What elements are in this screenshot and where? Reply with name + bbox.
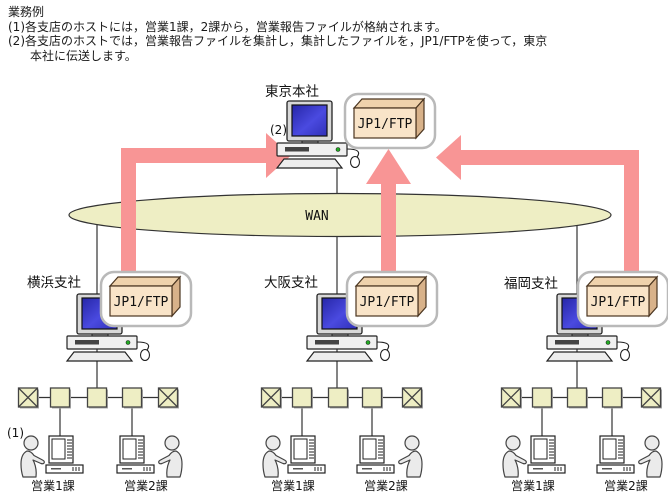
yokohama-jp1ftp-label: JP1/FTP [114, 295, 169, 310]
workstation-sales2-icon [357, 436, 422, 477]
osaka-jp1ftp-label: JP1/FTP [360, 295, 415, 310]
transfer-arrow-fukuoka-to-tokyo [436, 135, 639, 272]
lan-terminator-icon [260, 387, 283, 410]
osaka-label: 大阪支社 [264, 275, 318, 291]
lan-node-icon [566, 387, 589, 410]
workstation-sales2-icon [597, 436, 662, 477]
fukuoka-jp1ftp-label: JP1/FTP [591, 295, 646, 310]
lan-terminator-icon [401, 387, 424, 410]
fukuoka-sales2-label: 営業2課 [604, 478, 648, 493]
yokohama-jp1ftp-callout: JP1/FTP [99, 270, 193, 328]
hq-label: 東京本社 [265, 84, 319, 100]
osaka-sales1-label: 営業1課 [271, 478, 315, 493]
lan-terminator-icon [640, 387, 663, 410]
fukuoka-label: 福岡支社 [504, 276, 558, 292]
yokohama-sales2-label: 営業2課 [124, 478, 168, 493]
note-2: (2)各支店のホストでは，営業報告ファイルを集計し，集計したファイルを，JP1/… [8, 34, 548, 48]
lan-node-icon [121, 387, 144, 410]
lan-node-icon [531, 387, 554, 410]
fukuoka-jp1ftp-callout: JP1/FTP [576, 270, 668, 328]
wan-label: WAN [305, 209, 328, 224]
lan-node-icon [86, 387, 109, 410]
osaka-jp1ftp-callout: JP1/FTP [345, 270, 439, 328]
business-example-title: 業務例 [8, 5, 45, 19]
osaka-lan: 営業1課 営業2課 [260, 387, 424, 493]
hq-jp1ftp-label: JP1/FTP [358, 117, 413, 132]
lan-node-icon [601, 387, 624, 410]
yokohama-sales1-label: 営業1課 [31, 478, 75, 493]
step1-label: (1) [7, 426, 24, 440]
lan-terminator-icon [157, 387, 180, 410]
transfer-arrow-yokohama-to-tokyo [121, 133, 291, 272]
yokohama-lan: 営業1課 営業2課 [17, 387, 183, 493]
lan-node-icon [327, 387, 350, 410]
note-1: (1)各支店のホストには，営業1課，2課から，営業報告ファイルが格納されます。 [8, 19, 447, 34]
lan-terminator-icon [17, 387, 40, 410]
lan-terminator-icon [500, 387, 523, 410]
lan-node-icon [49, 387, 72, 410]
yokohama-label: 横浜支社 [27, 275, 81, 291]
wan-ellipse [68, 192, 612, 238]
workstation-sales1-icon [21, 436, 83, 477]
business-example-text: 業務例 (1)各支店のホストには，営業1課，2課から，営業報告ファイルが格納され… [8, 5, 547, 63]
osaka-sales2-label: 営業2課 [364, 478, 408, 493]
workstation-sales2-icon [117, 436, 182, 477]
fukuoka-sales1-label: 営業1課 [511, 478, 555, 493]
transfer-arrow-osaka-to-tokyo [366, 149, 411, 274]
lan-node-icon [361, 387, 384, 410]
fukuoka-lan: 営業1課 営業2課 [500, 387, 663, 493]
note-2-continued: 本社に伝送します。 [30, 48, 137, 63]
lan-node-icon [291, 387, 314, 410]
step2-label: (2) [270, 123, 287, 137]
workstation-sales1-icon [503, 436, 565, 477]
workstation-sales1-icon [263, 436, 325, 477]
hq-jp1ftp-callout: JP1/FTP [343, 92, 437, 150]
